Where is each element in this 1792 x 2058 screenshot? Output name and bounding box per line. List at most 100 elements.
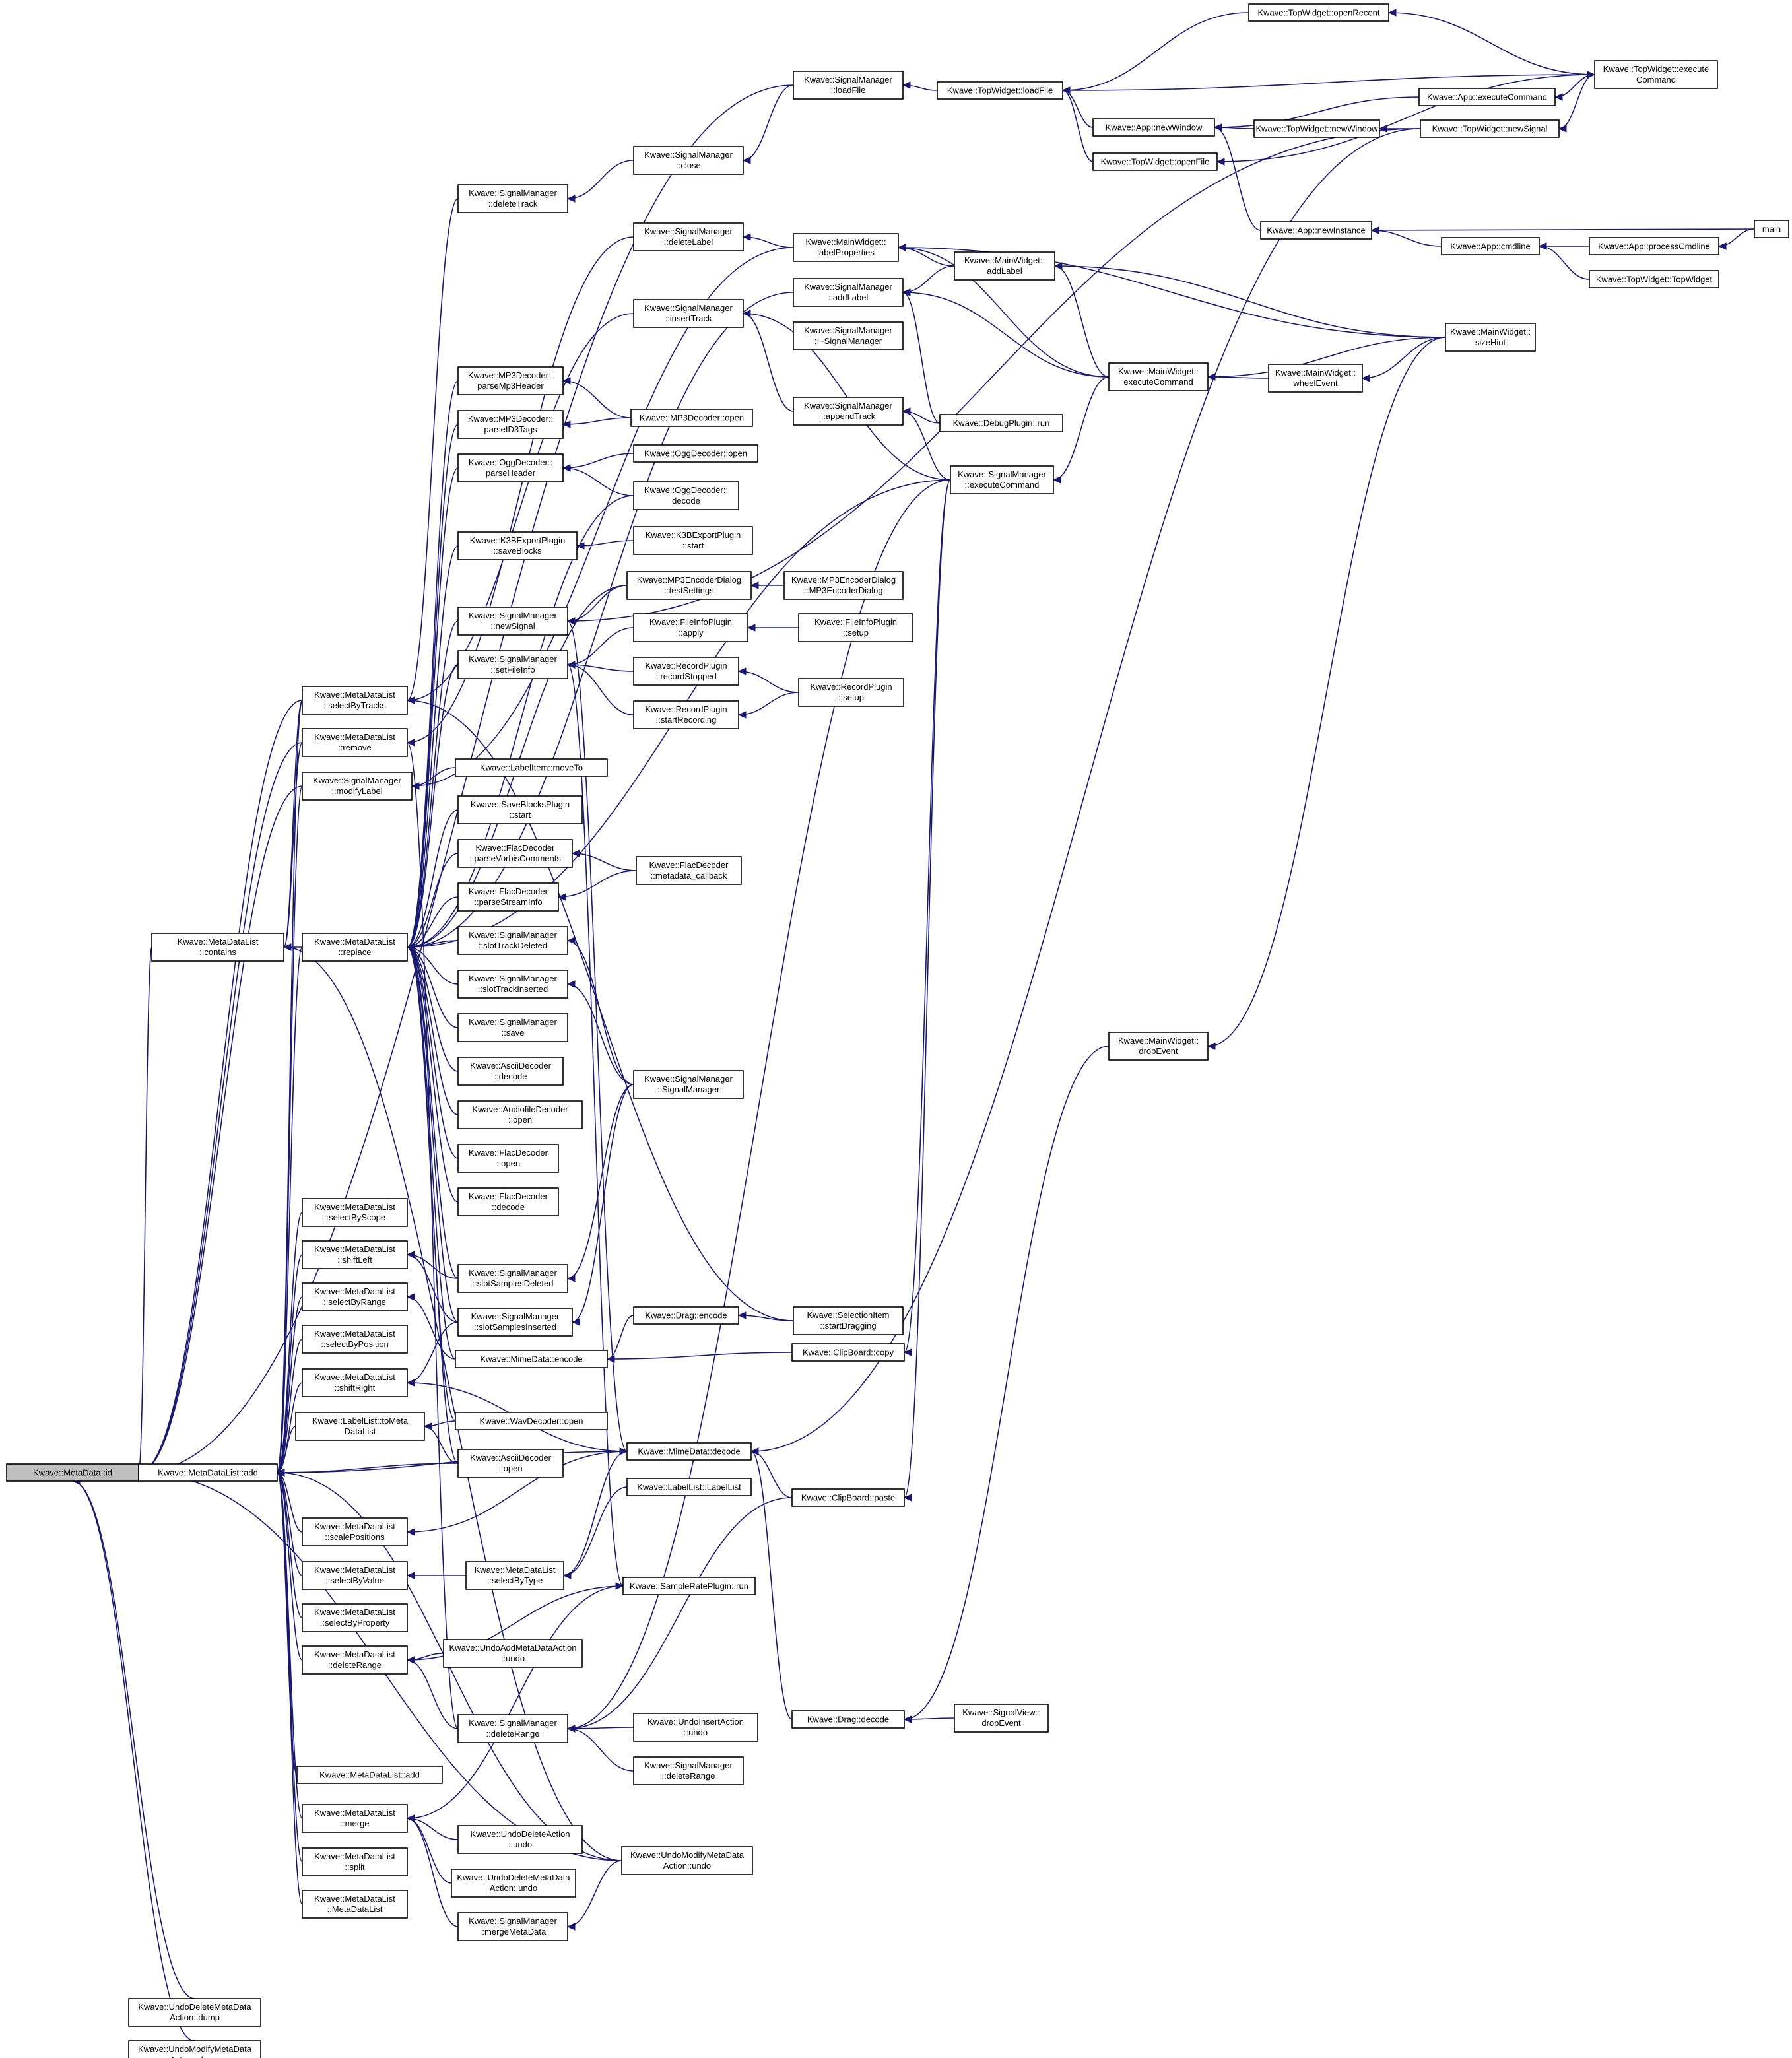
node-sm-slotTrackDeleted[interactable]: Kwave::SignalManager::slotTrackDeleted <box>457 926 568 955</box>
node-tw-newSignal[interactable]: Kwave::TopWidget::newSignal <box>1420 119 1560 138</box>
node-selectByPosition[interactable]: Kwave::MetaDataList::selectByPosition <box>302 1325 408 1354</box>
node-replace[interactable]: Kwave::MetaDataList::replace <box>302 933 408 962</box>
node-labelItem-moveTo[interactable]: Kwave::LabelItem::moveTo <box>455 758 608 777</box>
node-mp3-open[interactable]: Kwave::MP3Decoder::open <box>630 409 753 427</box>
node-id[interactable]: Kwave::MetaData::id <box>6 1463 139 1482</box>
node-merge[interactable]: Kwave::MetaDataList::merge <box>302 1804 408 1833</box>
node-ascii-open[interactable]: Kwave::AsciiDecoder::open <box>457 1449 564 1478</box>
node-sm-ctor[interactable]: Kwave::SignalManager::SignalManager <box>633 1070 744 1099</box>
node-sm-newSignal[interactable]: Kwave::SignalManager::newSignal <box>457 607 568 636</box>
node-sm-dtor[interactable]: Kwave::SignalManager::~SignalManager <box>793 321 904 350</box>
node-mime-encode[interactable]: Kwave::MimeData::encode <box>455 1350 608 1368</box>
node-clipboard-copy[interactable]: Kwave::ClipBoard::copy <box>791 1343 905 1362</box>
node-ogg-parseHeader[interactable]: Kwave::OggDecoder::parseHeader <box>457 453 564 482</box>
node-mdl-selectByType[interactable]: Kwave::MetaDataList::selectByType <box>465 1561 564 1590</box>
node-app-newInstance[interactable]: Kwave::App::newInstance <box>1260 221 1372 240</box>
node-sm-slotTrackInserted[interactable]: Kwave::SignalManager::slotTrackInserted <box>457 970 568 999</box>
node-tw-loadFile[interactable]: Kwave::TopWidget::loadFile <box>937 81 1063 100</box>
node-mw-labelProperties[interactable]: Kwave::MainWidget::labelProperties <box>793 233 899 262</box>
node-mw-addLabel[interactable]: Kwave::MainWidget::addLabel <box>954 251 1055 281</box>
node-saveBlocks-start[interactable]: Kwave::SaveBlocksPlugin::start <box>457 795 583 824</box>
node-selectionItem-startDragging[interactable]: Kwave::SelectionItem::startDragging <box>793 1306 904 1335</box>
node-sm-mergeMetaData[interactable]: Kwave::SignalManager::mergeMetaData <box>457 1912 568 1941</box>
node-clipboard-paste[interactable]: Kwave::ClipBoard::paste <box>791 1488 905 1507</box>
node-mp3-parseID3Tags[interactable]: Kwave::MP3Decoder::parseID3Tags <box>457 410 564 439</box>
node-contains[interactable]: Kwave::MetaDataList::contains <box>151 933 284 962</box>
node-mime-decode[interactable]: Kwave::MimeData::decode <box>626 1442 752 1461</box>
node-mdl-add2[interactable]: Kwave::MetaDataList::add <box>296 1766 443 1784</box>
node-selectByTracks[interactable]: Kwave::MetaDataList::selectByTracks <box>302 686 408 715</box>
node-ogg-open[interactable]: Kwave::OggDecoder::open <box>633 444 758 463</box>
node-mw-sizeHint[interactable]: Kwave::MainWidget::sizeHint <box>1445 323 1536 352</box>
node-mp3-parseMp3Header[interactable]: Kwave::MP3Decoder::parseMp3Header <box>457 366 564 395</box>
node-mw-wheelEvent[interactable]: Kwave::MainWidget::wheelEvent <box>1268 364 1363 393</box>
node-remove[interactable]: Kwave::MetaDataList::remove <box>302 728 408 757</box>
node-selectByProperty[interactable]: Kwave::MetaDataList::selectByProperty <box>302 1603 408 1632</box>
node-deleteRange-mdl[interactable]: Kwave::MetaDataList::deleteRange <box>302 1645 408 1675</box>
node-sv-dropEvent[interactable]: Kwave::SignalView::dropEvent <box>954 1704 1049 1733</box>
node-drag-encode[interactable]: Kwave::Drag::encode <box>633 1306 739 1325</box>
node-record-setup[interactable]: Kwave::RecordPlugin::setup <box>798 678 904 707</box>
node-sm-appendTrack[interactable]: Kwave::SignalManager::appendTrack <box>793 397 904 426</box>
node-flac-parseStream[interactable]: Kwave::FlacDecoder::parseStreamInfo <box>457 882 559 912</box>
node-wav-open[interactable]: Kwave::WavDecoder::open <box>455 1412 608 1430</box>
node-record-startRecording[interactable]: Kwave::RecordPlugin::startRecording <box>633 700 739 729</box>
node-app-processCmdline[interactable]: Kwave::App::processCmdline <box>1589 237 1719 255</box>
node-tw-openRecent[interactable]: Kwave::TopWidget::openRecent <box>1248 3 1389 22</box>
node-samplerate-run[interactable]: Kwave::SampleRatePlugin::run <box>622 1577 756 1595</box>
node-debug-run[interactable]: Kwave::DebugPlugin::run <box>939 414 1063 432</box>
node-tw-openFile[interactable]: Kwave::TopWidget::openFile <box>1092 152 1218 171</box>
node-sm-deleteRange[interactable]: Kwave::SignalManager::deleteRange <box>457 1714 568 1743</box>
node-ogg-decode[interactable]: Kwave::OggDecoder::decode <box>633 481 739 510</box>
node-selectByScope[interactable]: Kwave::MetaDataList::selectByScope <box>302 1198 408 1227</box>
node-flac-metadata-cb[interactable]: Kwave::FlacDecoder::metadata_callback <box>636 856 742 885</box>
node-modifyLabel[interactable]: Kwave::SignalManager::modifyLabel <box>302 772 413 801</box>
node-scalePositions[interactable]: Kwave::MetaDataList::scalePositions <box>302 1517 408 1546</box>
node-sm-setFileInfo[interactable]: Kwave::SignalManager::setFileInfo <box>457 650 568 679</box>
node-mw-dropEvent[interactable]: Kwave::MainWidget::dropEvent <box>1108 1032 1209 1061</box>
node-mdl-add[interactable]: Kwave::MetaDataList::add <box>138 1463 278 1482</box>
node-record-recordStopped[interactable]: Kwave::RecordPlugin::recordStopped <box>633 657 739 686</box>
node-selectByRange[interactable]: Kwave::MetaDataList::selectByRange <box>302 1282 408 1311</box>
node-flac-parseVorbis[interactable]: Kwave::FlacDecoder::parseVorbisComments <box>457 839 573 868</box>
node-fileinfo-setup[interactable]: Kwave::FileInfoPlugin::setup <box>798 613 913 642</box>
node-sm-insertTrack[interactable]: Kwave::SignalManager::insertTrack <box>633 299 744 328</box>
node-flac-open[interactable]: Kwave::FlacDecoder::open <box>457 1144 559 1173</box>
node-sm-close[interactable]: Kwave::SignalManager::close <box>633 146 744 175</box>
node-undoInsert-undo[interactable]: Kwave::UndoInsertAction::undo <box>633 1713 758 1742</box>
node-sm-save[interactable]: Kwave::SignalManager::save <box>457 1013 568 1042</box>
node-k3b-start[interactable]: Kwave::K3BExportPlugin::start <box>633 526 753 555</box>
node-split[interactable]: Kwave::MetaDataList::split <box>302 1847 408 1876</box>
node-shiftLeft[interactable]: Kwave::MetaDataList::shiftLeft <box>302 1240 408 1269</box>
node-undoAddMD-undo[interactable]: Kwave::UndoAddMetaDataAction::undo <box>443 1639 583 1668</box>
node-app-executeCommand[interactable]: Kwave::App::executeCommand <box>1418 88 1556 106</box>
node-sm-slotSamplesInserted[interactable]: Kwave::SignalManager::slotSamplesInserte… <box>457 1308 573 1337</box>
node-sm-loadFile[interactable]: Kwave::SignalManager::loadFile <box>793 71 904 100</box>
node-main[interactable]: main <box>1754 220 1789 238</box>
node-tw-newWindow[interactable]: Kwave::TopWidget::newWindow <box>1253 119 1380 138</box>
node-sm-slotSamplesDeleted[interactable]: Kwave::SignalManager::slotSamplesDeleted <box>457 1264 568 1293</box>
node-k3b-saveBlocks[interactable]: Kwave::K3BExportPlugin::saveBlocks <box>457 531 578 560</box>
node-ascii-decode[interactable]: Kwave::AsciiDecoder::decode <box>457 1057 564 1086</box>
node-sm-deleteLabel[interactable]: Kwave::SignalManager::deleteLabel <box>633 222 744 251</box>
node-labelList-ctor[interactable]: Kwave::LabelList::LabelList <box>626 1478 752 1496</box>
node-fileinfo-apply[interactable]: Kwave::FileInfoPlugin::apply <box>633 613 748 642</box>
node-sm-deleteRange2[interactable]: Kwave::SignalManager::deleteRange <box>633 1756 744 1785</box>
node-app-cmdline[interactable]: Kwave::App::cmdline <box>1441 237 1540 255</box>
node-sm-addLabel[interactable]: Kwave::SignalManager::addLabel <box>793 278 904 307</box>
node-undoDelete-undo[interactable]: Kwave::UndoDeleteAction::undo <box>457 1825 583 1854</box>
node-flac-decode[interactable]: Kwave::FlacDecoder::decode <box>457 1187 559 1216</box>
node-mp3enc-testSettings[interactable]: Kwave::MP3EncoderDialog::testSettings <box>626 571 752 600</box>
node-app-newWindow[interactable]: Kwave::App::newWindow <box>1092 118 1215 137</box>
node-selectByValue[interactable]: Kwave::MetaDataList::selectByValue <box>302 1561 408 1590</box>
node-sm-deleteTrack[interactable]: Kwave::SignalManager::deleteTrack <box>457 184 568 213</box>
node-tw-executeCommand[interactable]: Kwave::TopWidget::executeCommand <box>1594 60 1718 89</box>
node-mdl-ctor[interactable]: Kwave::MetaDataList::MetaDataList <box>302 1890 408 1919</box>
node-shiftRight[interactable]: Kwave::MetaDataList::shiftRight <box>302 1368 408 1397</box>
node-sm-executeCommand[interactable]: Kwave::SignalManager::executeCommand <box>950 465 1054 494</box>
node-drag-decode[interactable]: Kwave::Drag::decode <box>791 1710 905 1729</box>
